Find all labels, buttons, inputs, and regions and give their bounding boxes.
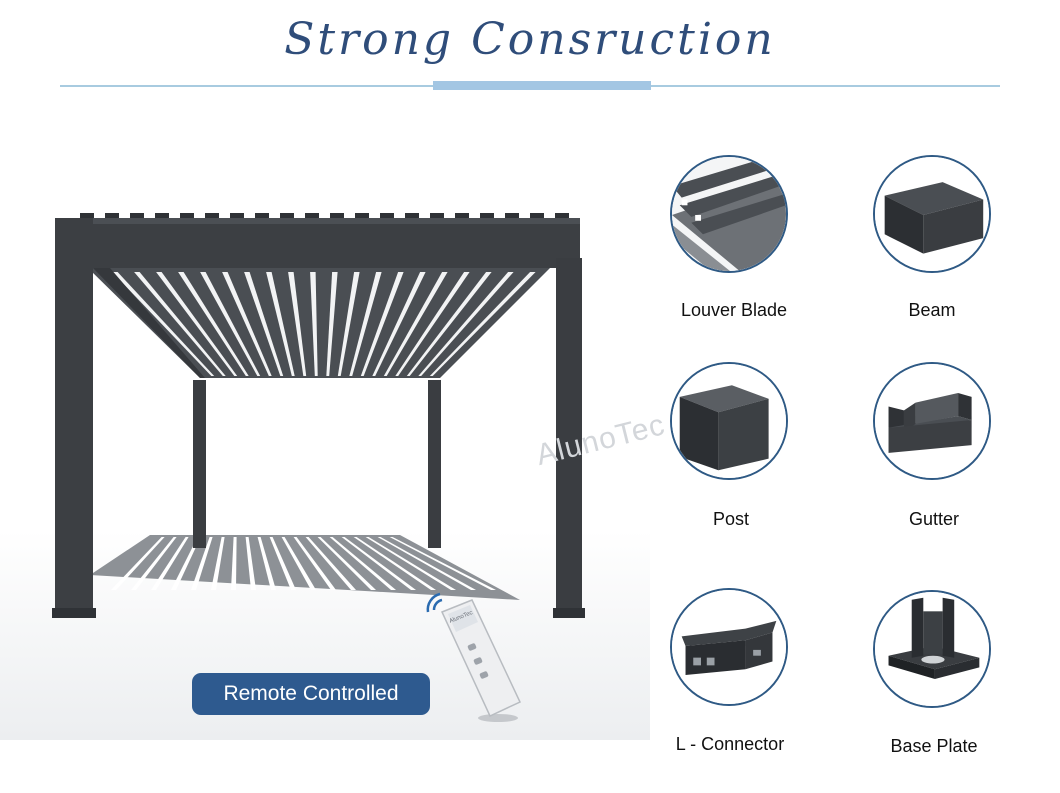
blade-top [180,213,194,219]
louver-slot [200,272,261,376]
blade-top [330,213,344,219]
back-left-post [193,380,206,548]
louver-slot [395,272,470,376]
louver-slot [418,272,514,376]
beam-image [873,155,991,273]
blade-top [405,213,419,219]
gutter-image [873,362,991,480]
blade-top [230,213,244,219]
post-icon [672,364,786,478]
louver-slot [156,272,238,376]
blade-tops [80,213,569,219]
shadow-gap [341,537,416,590]
shadow-gap [353,537,436,590]
shadow-gap [281,537,316,590]
blade-top [205,213,219,219]
shadow-gap [293,537,336,590]
blade-top [480,213,494,219]
blade-top [530,213,544,219]
blade-top [430,213,444,219]
louver-shadow [90,535,520,600]
shadow-gap [329,537,396,590]
louver-slots [112,272,536,376]
page-title: Strong Consruction [284,14,776,65]
louver-slot [244,272,284,376]
front-right-foot [553,608,585,618]
louver-slot [288,272,307,376]
shadow-gap [191,537,213,590]
louver-slot [266,272,295,376]
front-beam [55,218,580,268]
shadow-gap [245,537,256,590]
shadow-gap [131,537,177,590]
blade-top [555,213,569,219]
l-connector-icon [672,590,786,704]
louver-slot [406,272,492,376]
blade-top [155,213,169,219]
louver-blade-image [670,155,788,273]
front-right-post [556,258,582,618]
louver-slot [360,272,404,376]
blade-top [280,213,294,219]
front-beam-top [55,218,580,224]
blade-top [105,213,119,219]
louver-slot [349,272,382,376]
remote-controlled-badge: Remote Controlled [192,673,430,715]
louver-slot [429,272,536,376]
louver-slot [310,272,318,376]
louver-shadow-gaps [111,537,496,590]
shadow-gap [211,537,225,590]
blade-top [505,213,519,219]
shadow-gap [151,537,189,590]
title-divider-accent [433,81,651,90]
blade-top [255,213,269,219]
louver-slot [326,272,338,376]
base-plate-label: Base Plate [890,736,978,756]
shadow-gap [365,537,456,590]
left-side-beam [93,268,205,378]
shadow-gap [377,537,476,590]
beam-label: Beam [908,300,956,320]
blade-top [455,213,469,219]
back-right-post [428,380,441,548]
louver-blade-label: Louver Blade [680,300,788,320]
blade-top [305,213,319,219]
blade-top [380,213,394,219]
shadow-gap [231,537,237,590]
louver-slot [372,272,426,376]
post-label: Post [712,509,750,529]
louver-blade-icon [672,157,786,271]
post-image [670,362,788,480]
blade-top [130,213,144,219]
blade-top [80,213,94,219]
base-plate-icon [875,592,989,706]
shadow-gap [317,537,376,590]
louver-slot [134,272,226,376]
front-left-post [55,218,93,618]
gutter-icon [875,364,989,478]
front-left-foot [52,608,96,618]
beam-icon [875,157,989,271]
remote-control-illustration: AlunoTec [426,592,521,722]
shadow-gap [269,537,296,590]
gutter-label: Gutter [908,509,960,529]
shadow-gap [111,537,165,590]
shadow-gap [257,537,276,590]
louver-slot [112,272,215,376]
wifi-signal-icon [426,592,443,613]
shadow-gap [305,537,356,590]
louver-slot [178,272,249,376]
shadow-gap [389,537,496,590]
louver-slot [337,272,360,376]
shadow-gap [171,537,201,590]
louver-slot [383,272,448,376]
base-plate-image [873,590,991,708]
blade-top [355,213,369,219]
louver-slot [222,272,272,376]
l-connector-label: L - Connector [675,734,785,754]
l-connector-image [670,588,788,706]
